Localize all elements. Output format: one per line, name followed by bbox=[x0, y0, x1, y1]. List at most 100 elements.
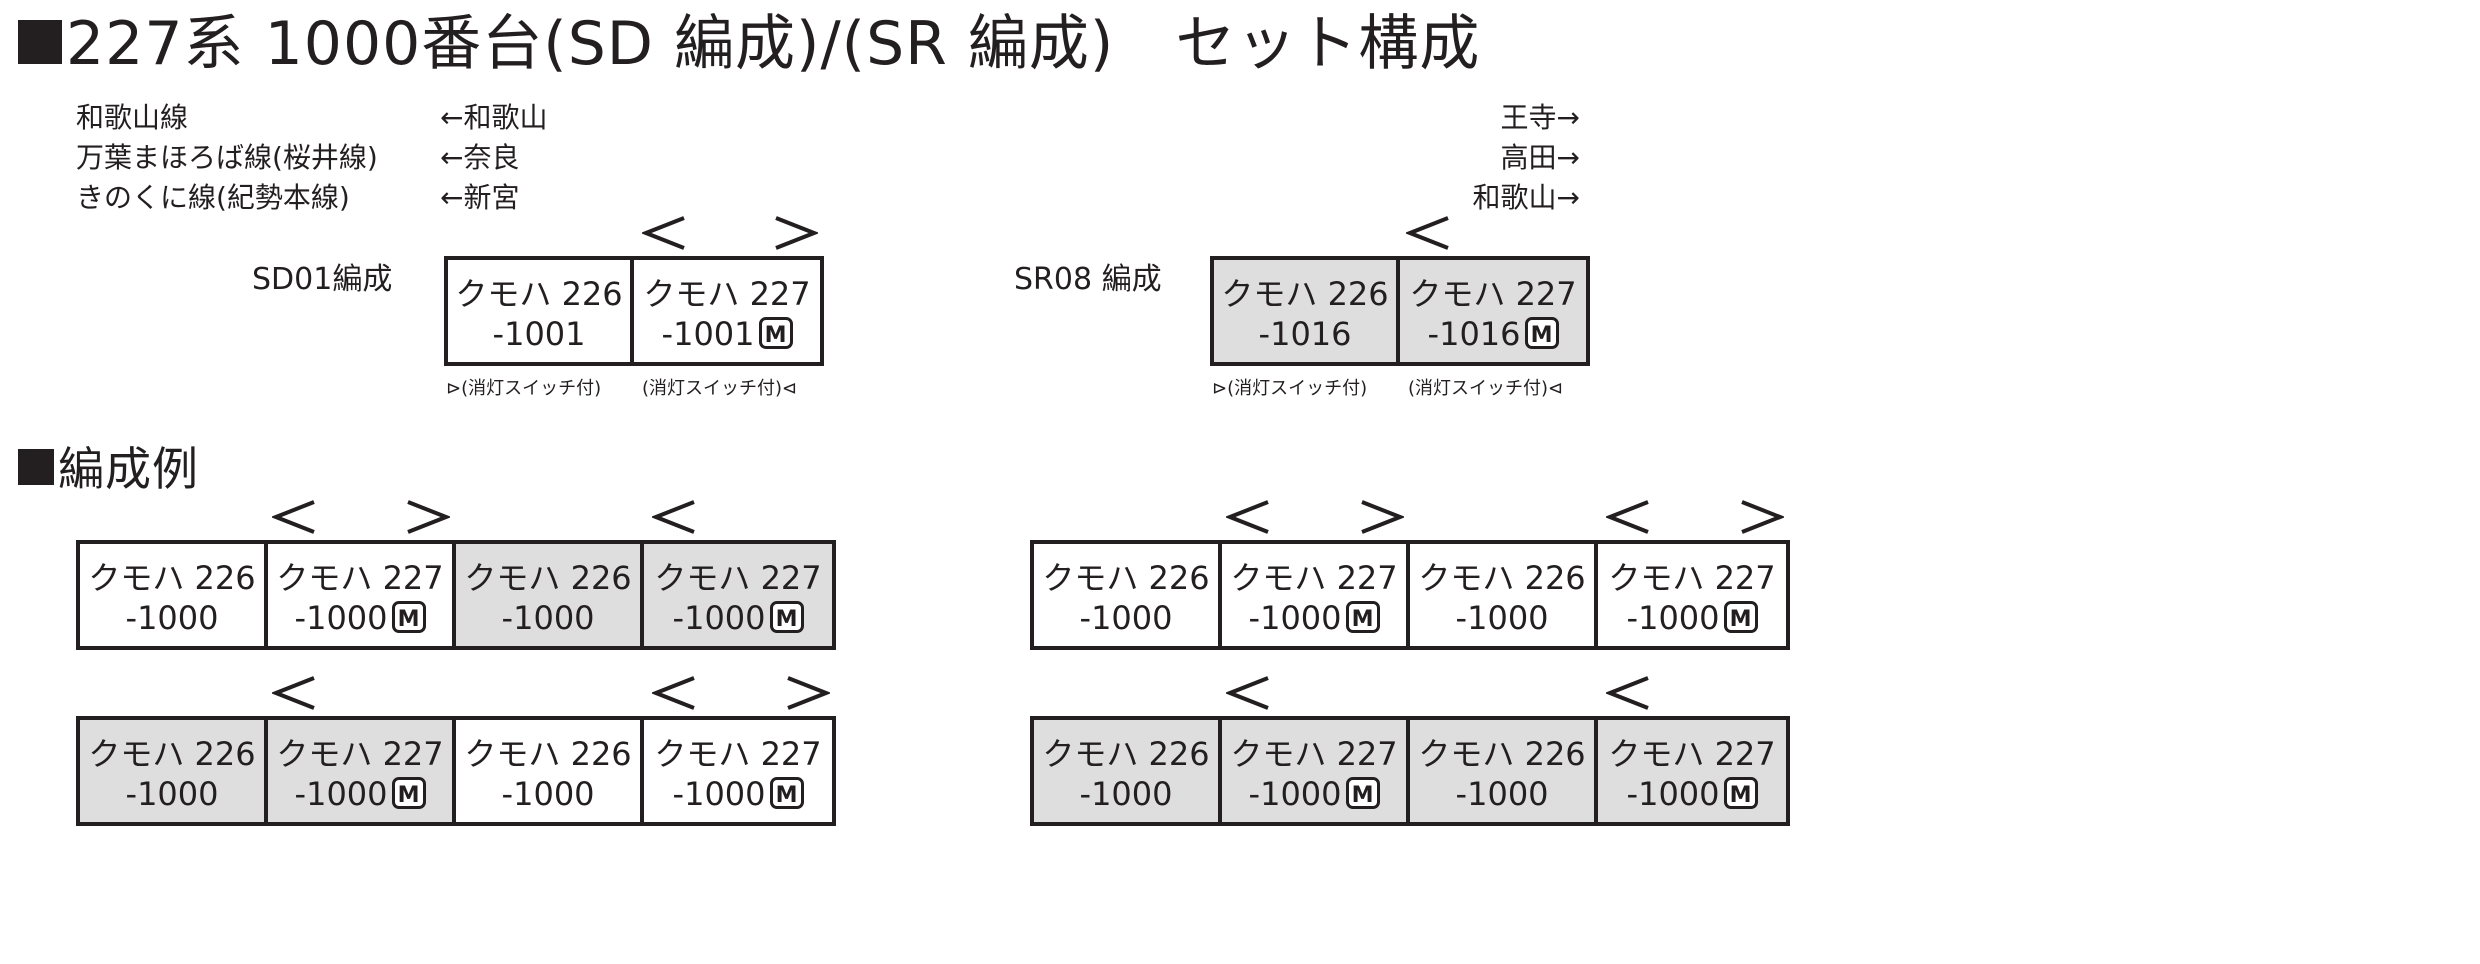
car-type: クモハ 226 bbox=[1418, 559, 1586, 597]
car-number: -1000 bbox=[1410, 598, 1594, 638]
car-number: -1000 bbox=[1034, 598, 1218, 638]
car-type: クモハ 227 bbox=[654, 735, 822, 773]
car-number-text: -1000 bbox=[1626, 775, 1720, 813]
pantograph-icon bbox=[1606, 676, 1649, 710]
square-bullet-icon bbox=[18, 449, 54, 485]
light-switch-note: ⊳(消灯スイッチ付) bbox=[446, 374, 601, 400]
car-number-text: -1016 bbox=[1427, 315, 1521, 353]
left-destinations: ←和歌山 ←奈良 ←新宮 bbox=[440, 98, 547, 218]
route-name: 和歌山線 bbox=[76, 101, 189, 134]
route-name: 万葉まほろば線(桜井線) bbox=[76, 141, 378, 174]
pantograph-icon bbox=[642, 216, 685, 250]
motor-car-icon: M bbox=[1345, 777, 1380, 809]
light-switch-note-text: (消灯スイッチ付) bbox=[642, 378, 783, 399]
car-type: クモハ 226 bbox=[464, 735, 632, 773]
train-car: クモハ 226-1000 bbox=[80, 720, 269, 822]
car-type: クモハ 227 bbox=[1230, 735, 1398, 773]
pantograph-icon bbox=[1406, 216, 1449, 250]
motor-car-icon: M bbox=[758, 317, 793, 349]
car-number: -1000 bbox=[456, 774, 640, 814]
destination-left: ←新宮 bbox=[440, 181, 520, 214]
light-switch-note-text: (消灯スイッチ付) bbox=[1227, 378, 1368, 399]
section-heading-examples: 編成例 bbox=[18, 446, 199, 492]
motor-car-icon: M bbox=[391, 601, 426, 633]
pantograph-icon bbox=[652, 500, 695, 534]
car-number: -1000 bbox=[1034, 774, 1218, 814]
car-number-text: -1000 bbox=[501, 599, 595, 637]
pantograph-icon bbox=[1606, 500, 1649, 534]
destination-left: ←和歌山 bbox=[440, 101, 548, 134]
car-number-text: -1001 bbox=[661, 315, 755, 353]
car-type: クモハ 226 bbox=[88, 559, 256, 597]
car-number-text: -1000 bbox=[125, 775, 219, 813]
train-car: クモハ 226-1000 bbox=[456, 544, 645, 646]
motor-car-icon: M bbox=[1524, 317, 1559, 349]
page-title: 227系 1000番台(SD 編成)/(SR 編成) セット構成 bbox=[18, 14, 1480, 74]
light-switch-note-text: (消灯スイッチ付) bbox=[1408, 378, 1549, 399]
section-heading-text: 編成例 bbox=[58, 442, 199, 496]
car-number-text: -1000 bbox=[1248, 775, 1342, 813]
light-switch-icon: ⊳ bbox=[446, 378, 462, 399]
destination-left: ←奈良 bbox=[440, 141, 520, 174]
pantograph-icon bbox=[272, 676, 315, 710]
train-car: クモハ 226-1001 bbox=[448, 260, 635, 362]
car-number: -1000 bbox=[80, 774, 264, 814]
route-name: きのくに線(紀勢本線) bbox=[76, 181, 350, 214]
car-type: クモハ 227 bbox=[643, 275, 811, 313]
set-name-sd01: SD01編成 bbox=[252, 262, 393, 297]
car-type: クモハ 226 bbox=[88, 735, 256, 773]
car-type: クモハ 226 bbox=[1221, 275, 1389, 313]
light-switch-icon: ⊳ bbox=[1212, 378, 1228, 399]
pantograph-icon bbox=[1361, 500, 1404, 534]
pantograph-icon bbox=[272, 500, 315, 534]
car-type: クモハ 227 bbox=[1409, 275, 1577, 313]
right-destinations: 王寺→ 高田→ 和歌山→ bbox=[1473, 98, 1580, 218]
car-number-text: -1000 bbox=[1079, 599, 1173, 637]
car-number-text: -1000 bbox=[1248, 599, 1342, 637]
car-number-text: -1000 bbox=[501, 775, 595, 813]
motor-car-icon: M bbox=[1723, 601, 1758, 633]
car-type: クモハ 226 bbox=[464, 559, 632, 597]
car-number-text: -1016 bbox=[1258, 315, 1352, 353]
motor-car-icon: M bbox=[769, 777, 804, 809]
set-name-sr08: SR08 編成 bbox=[1014, 262, 1162, 297]
light-switch-note: (消灯スイッチ付)⊲ bbox=[1408, 374, 1563, 400]
car-type: クモハ 227 bbox=[276, 735, 444, 773]
car-type: クモハ 227 bbox=[1230, 559, 1398, 597]
train-car: クモハ 226-1000 bbox=[1034, 544, 1223, 646]
car-number-text: -1000 bbox=[1626, 599, 1720, 637]
light-switch-icon: ⊲ bbox=[782, 378, 798, 399]
square-bullet-icon bbox=[18, 20, 62, 64]
car-type: クモハ 227 bbox=[1608, 735, 1776, 773]
pantograph-icon bbox=[787, 676, 830, 710]
pantograph-icon bbox=[1226, 676, 1269, 710]
car-number-text: -1000 bbox=[1455, 775, 1549, 813]
car-type: クモハ 226 bbox=[1418, 735, 1586, 773]
car-type: クモハ 227 bbox=[276, 559, 444, 597]
train-car: クモハ 226-1000 bbox=[1034, 720, 1223, 822]
pantograph-icon bbox=[407, 500, 450, 534]
train-car: クモハ 226-1000 bbox=[80, 544, 269, 646]
car-number-text: -1000 bbox=[294, 775, 388, 813]
train-car: クモハ 226-1016 bbox=[1214, 260, 1401, 362]
pantograph-icon bbox=[1226, 500, 1269, 534]
